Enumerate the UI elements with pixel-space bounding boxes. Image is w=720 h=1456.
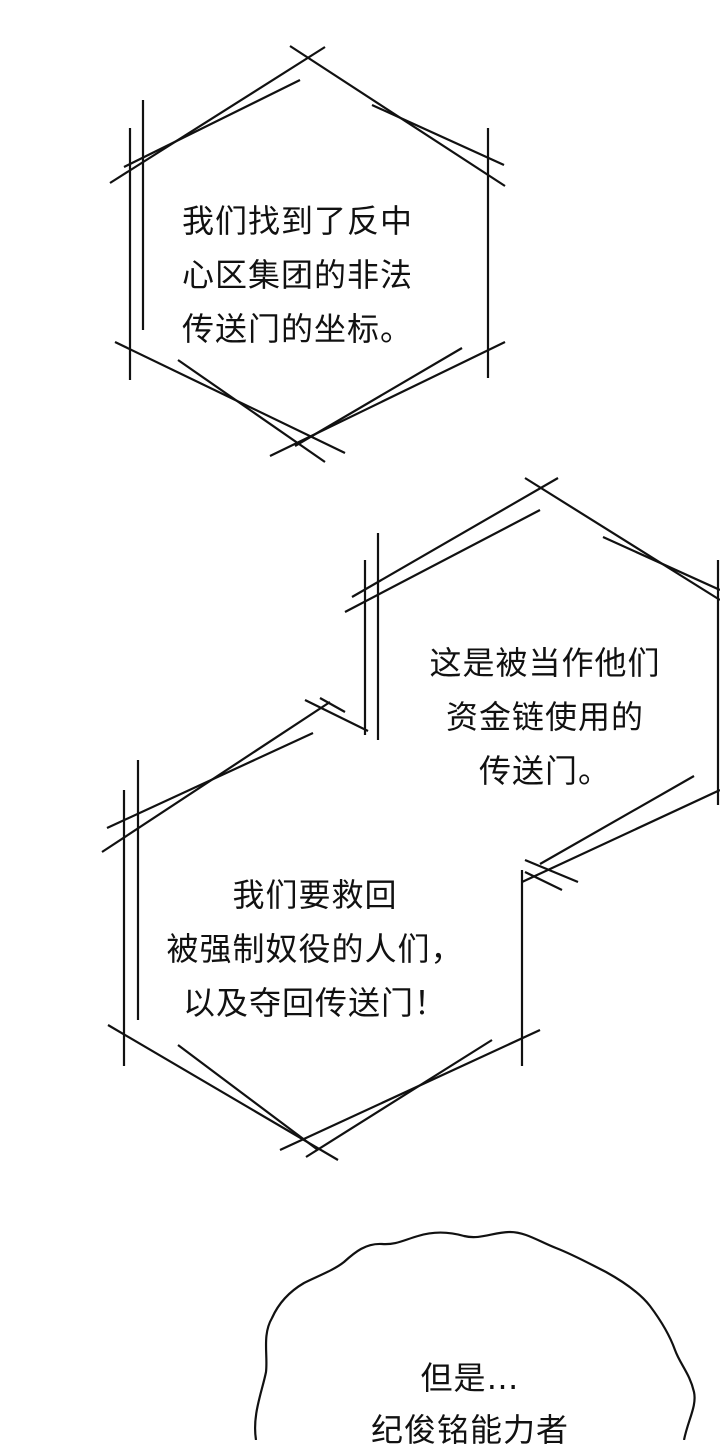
- bubble-1-line-3: 传送门的坐标。: [182, 310, 414, 348]
- bubble-3-line-3: 以及夺回传送门！: [182, 984, 447, 1022]
- hexagon-bubble-outline-1: [109, 45, 506, 463]
- cloud-bubble-outline: [254, 1230, 696, 1440]
- hexagon-bubble-outline-3: [101, 701, 541, 1161]
- bubble-2-line-3: 传送门。: [478, 752, 611, 790]
- bubble-1-line-2: 心区集团的非法: [182, 256, 414, 294]
- bubble-2-line-1: 这是被当作他们: [429, 644, 661, 682]
- bubble-1-line-1: 我们找到了反中: [182, 202, 414, 240]
- bubble-4-line-1: 但是…: [420, 1359, 520, 1397]
- speech-bubble-text-2: 这是被当作他们 资金链使用的 传送门。: [400, 636, 690, 798]
- speech-bubble-text-3: 我们要救回 被强制奴役的人们， 以及夺回传送门！: [150, 868, 480, 1030]
- bubble-3-line-2: 被强制奴役的人们，: [166, 930, 464, 968]
- bubble-4-line-2: 纪俊铭能力者: [370, 1411, 569, 1449]
- speech-bubble-text-4: 但是… 纪俊铭能力者: [340, 1352, 600, 1456]
- hexagon-bubble-outline-2: [304, 477, 720, 891]
- bubble-3-line-1: 我们要救回: [232, 876, 398, 914]
- speech-bubble-text-1: 我们找到了反中 心区集团的非法 传送门的坐标。: [182, 194, 413, 356]
- bubble-2-line-2: 资金链使用的: [445, 698, 644, 736]
